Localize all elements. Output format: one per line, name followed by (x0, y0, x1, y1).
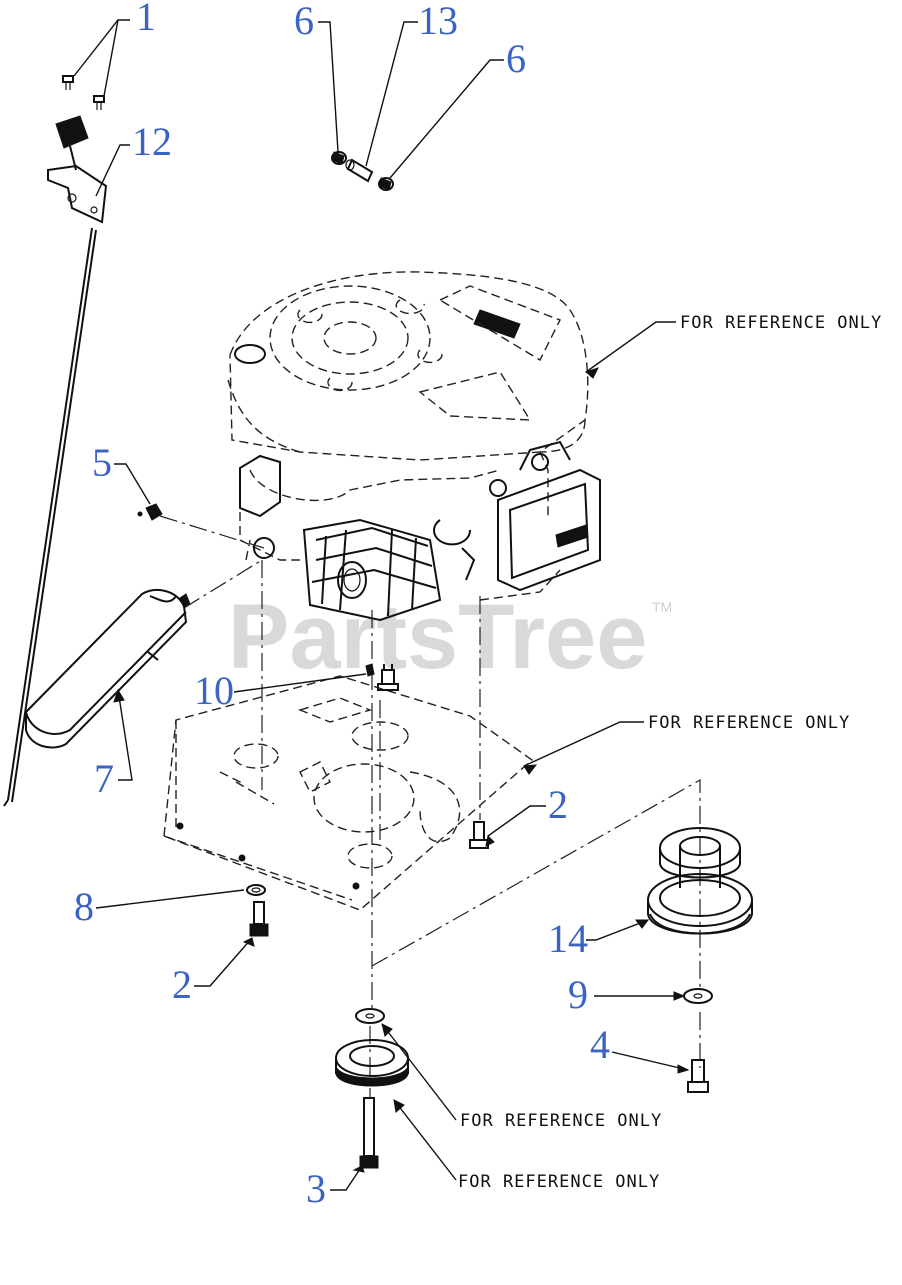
lock-washer-part-8 (246, 884, 266, 896)
callout-part-9[interactable]: 9 (568, 972, 588, 1017)
watermark-trademark: TM (652, 599, 672, 615)
ref-note-mounting-plate: FOR REFERENCE ONLY (648, 713, 850, 733)
bolt-part-2-right (469, 821, 489, 849)
air-filter-housing (497, 440, 601, 592)
reference-notes: FOR REFERENCE ONLY FOR REFERENCE ONLY FO… (458, 313, 882, 1192)
callout-part-6-left[interactable]: 6 (294, 0, 314, 43)
bolt-part-4 (687, 1059, 709, 1093)
hose-clamp-right (378, 177, 394, 191)
bolt-part-3 (359, 1097, 379, 1169)
callout-part-4[interactable]: 4 (590, 1022, 610, 1067)
callout-part-2-left[interactable]: 2 (172, 962, 192, 1007)
callout-labels: 1 12 6 13 6 5 10 7 2 8 2 14 9 4 3 (74, 0, 610, 1211)
callout-part-12[interactable]: 12 (132, 119, 172, 164)
callout-part-3[interactable]: 3 (306, 1166, 326, 1211)
pulley-part-14 (647, 827, 753, 935)
muffler-guard (302, 518, 442, 622)
throttle-bracket (47, 164, 108, 224)
callout-part-10[interactable]: 10 (194, 668, 234, 713)
alignment-centerlines (261, 560, 701, 1098)
callout-part-8[interactable]: 8 (74, 884, 94, 929)
fuel-line-assembly (331, 151, 394, 191)
callout-part-2-right[interactable]: 2 (548, 782, 568, 827)
throttle-cable (7, 227, 97, 803)
ref-note-crank-washer: FOR REFERENCE ONLY (460, 1111, 662, 1131)
screw-part-1b (93, 95, 105, 110)
throttle-control-assembly (3, 75, 108, 807)
crankshaft-washer-reference (355, 1008, 385, 1024)
leader-lines (73, 19, 689, 1191)
oil-drain-chute-part-7 (25, 559, 263, 749)
watermark-text: PartsTree (228, 586, 647, 688)
leader-arrowheads (113, 367, 690, 1173)
callout-part-13[interactable]: 13 (418, 0, 458, 43)
ref-note-engine: FOR REFERENCE ONLY (680, 313, 882, 333)
mounting-plate-reference (163, 675, 534, 911)
callout-part-7[interactable]: 7 (94, 756, 114, 801)
bolt-part-10 (365, 663, 399, 691)
ref-note-crank-pulley: FOR REFERENCE ONLY (458, 1172, 660, 1192)
callout-part-14[interactable]: 14 (548, 916, 588, 961)
engine-reference (227, 271, 601, 622)
oil-drain-plug-part-5 (137, 503, 265, 549)
fuel-hose (345, 158, 374, 183)
callout-part-1[interactable]: 1 (136, 0, 156, 39)
hose-clamp-left (331, 151, 347, 165)
throttle-lever-knob (55, 115, 89, 149)
callout-part-6-right[interactable]: 6 (506, 36, 526, 81)
washer-part-9 (683, 988, 713, 1004)
callout-part-5[interactable]: 5 (92, 440, 112, 485)
crankshaft-pulley-reference (335, 1039, 409, 1087)
bolt-part-2-left (249, 901, 269, 937)
screw-part-1a (62, 75, 74, 90)
